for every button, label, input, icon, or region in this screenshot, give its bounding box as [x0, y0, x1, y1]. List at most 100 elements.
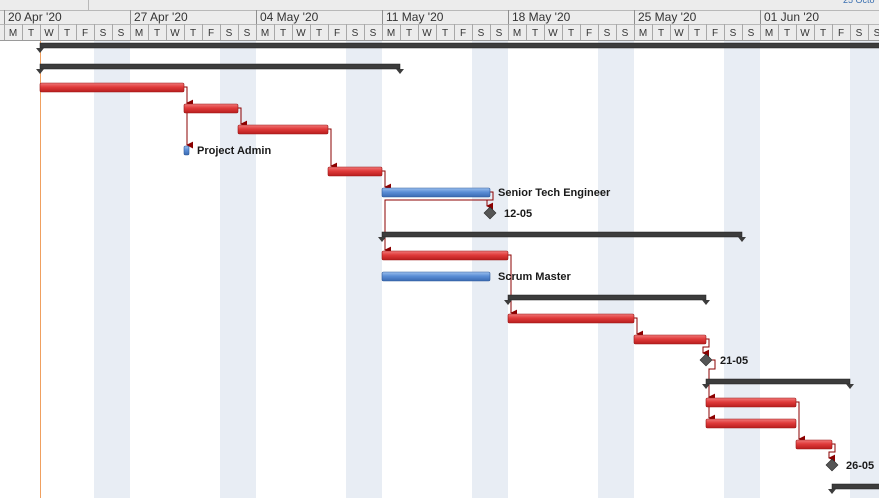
week-label: 11 May '20 — [386, 10, 444, 24]
day-label: T — [280, 28, 286, 39]
day-label: W — [422, 28, 432, 39]
summary-bar-end-cap — [738, 237, 746, 242]
day-label: S — [622, 28, 629, 39]
dependency-link — [238, 107, 248, 128]
weekend-shade — [598, 41, 634, 498]
day-label: M — [513, 28, 521, 39]
weekend-shade — [346, 41, 382, 498]
day-label: S — [856, 28, 863, 39]
task-bar — [633, 334, 707, 345]
milestone-diamond — [825, 458, 839, 472]
day-label: S — [874, 28, 879, 39]
milestone-diamond — [699, 353, 713, 367]
dependency-link — [702, 338, 710, 357]
summary-bar — [705, 378, 851, 385]
dependency-links — [184, 86, 836, 462]
day-label: S — [244, 28, 251, 39]
dependency-link — [708, 359, 716, 401]
day-label: M — [387, 28, 395, 39]
day-label: S — [100, 28, 107, 39]
day-label: T — [820, 28, 826, 39]
day-label: T — [658, 28, 664, 39]
resource-bar — [381, 271, 491, 282]
weekend-shade — [472, 41, 508, 498]
day-label: T — [568, 28, 574, 39]
summary-bar-start-cap — [36, 48, 44, 53]
day-label: S — [604, 28, 611, 39]
weekend-shade — [724, 41, 760, 498]
week-label: 01 Jun '20 — [764, 10, 819, 24]
day-label: T — [406, 28, 412, 39]
task-bar — [39, 82, 185, 93]
day-label: S — [118, 28, 125, 39]
day-label: F — [460, 28, 466, 39]
day-label: F — [586, 28, 592, 39]
weekend-shading — [94, 41, 879, 498]
day-label: W — [674, 28, 684, 39]
bar-label: 21-05 — [720, 355, 748, 367]
day-label: W — [548, 28, 558, 39]
day-label: T — [28, 28, 34, 39]
day-label: M — [261, 28, 269, 39]
dependency-link — [184, 86, 194, 149]
day-label: M — [765, 28, 773, 39]
weekend-shade — [94, 41, 130, 498]
dependency-link — [828, 443, 836, 462]
summary-bar-start-cap — [36, 69, 44, 74]
milestone-diamond — [483, 206, 497, 220]
dependency-link — [384, 191, 494, 254]
day-label: T — [316, 28, 322, 39]
day-label: T — [154, 28, 160, 39]
day-label: W — [44, 28, 54, 39]
resource-bar — [183, 145, 190, 156]
task-bar — [705, 418, 797, 429]
week-label: 04 May '20 — [260, 10, 319, 24]
day-label: S — [748, 28, 755, 39]
dependency-link — [796, 401, 806, 443]
task-bar — [795, 439, 833, 450]
dependency-link — [508, 254, 518, 317]
dependency-link — [382, 170, 392, 191]
task-bar — [381, 250, 509, 261]
day-label: W — [170, 28, 180, 39]
task-bar — [183, 103, 239, 114]
bar-label: 12-05 — [504, 208, 532, 220]
day-label: T — [694, 28, 700, 39]
day-label: M — [9, 28, 17, 39]
summary-bar-end-cap — [396, 69, 404, 74]
day-label: W — [800, 28, 810, 39]
summary-bar-start-cap — [702, 384, 710, 389]
task-bar — [327, 166, 383, 177]
bar-label: Senior Tech Engineer — [498, 187, 611, 199]
day-label: S — [370, 28, 377, 39]
task-bar — [507, 313, 635, 324]
summary-bar — [381, 231, 743, 238]
header-background — [0, 0, 879, 40]
day-label: S — [352, 28, 359, 39]
day-label: W — [296, 28, 306, 39]
summary-bar-end-cap — [702, 300, 710, 305]
summary-bar — [39, 63, 401, 70]
week-label: 27 Apr '20 — [134, 10, 188, 24]
task-bar — [237, 124, 329, 135]
bar-label: Scrum Master — [498, 271, 571, 283]
dependency-link — [328, 128, 338, 170]
day-label: S — [478, 28, 485, 39]
corner-fragment: 25 Octo — [843, 0, 875, 5]
day-label: F — [712, 28, 718, 39]
day-label: F — [82, 28, 88, 39]
timescale-header: 25 Octo 20 Apr '20 27 Apr '20 04 May '20 11 … — [0, 0, 879, 41]
week-label: 18 May '20 — [512, 10, 571, 24]
week-label: 20 Apr '20 — [8, 10, 62, 24]
task-bar — [705, 397, 797, 408]
day-label: T — [784, 28, 790, 39]
summary-bar-end-cap — [846, 384, 854, 389]
day-label: T — [442, 28, 448, 39]
day-label: S — [496, 28, 503, 39]
dependency-link — [634, 317, 644, 338]
day-label: S — [730, 28, 737, 39]
day-label: T — [64, 28, 70, 39]
summary-bar — [507, 294, 707, 301]
